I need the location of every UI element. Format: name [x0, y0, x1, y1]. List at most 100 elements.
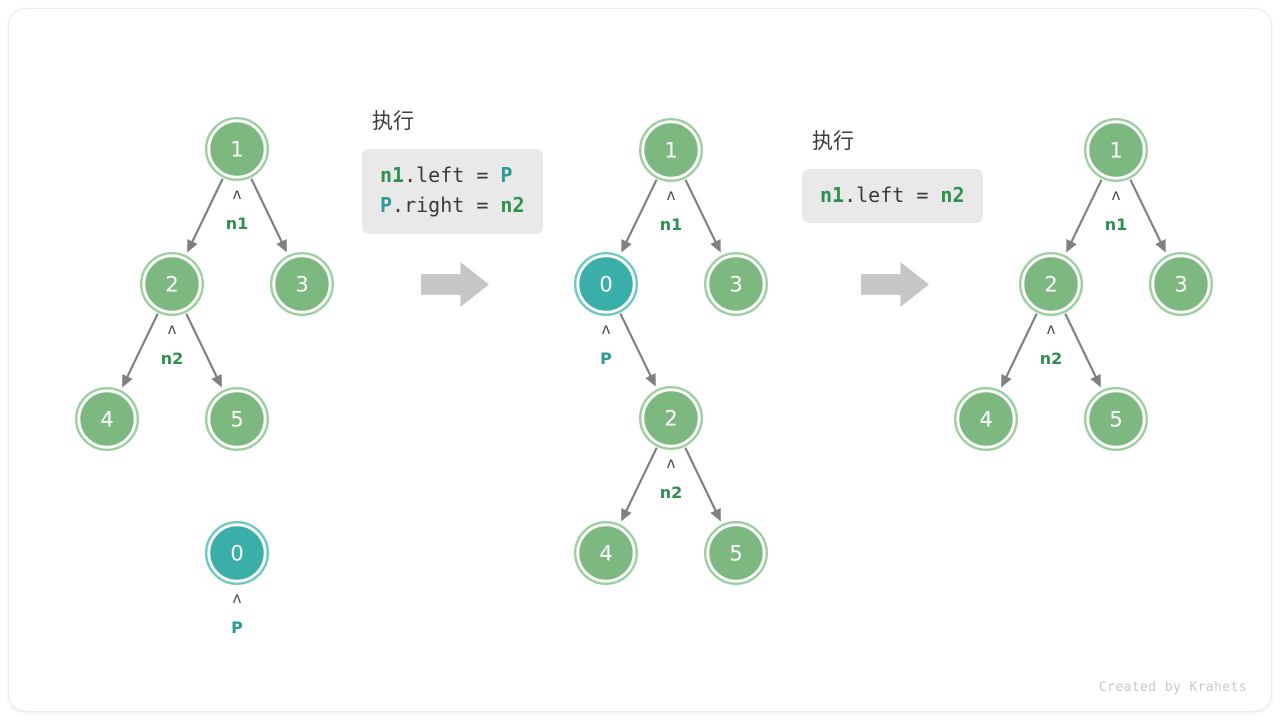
transition-arrow-icon: [861, 262, 929, 307]
node-body: [272, 254, 332, 314]
tree-edge: [1066, 179, 1103, 253]
credit-text: Created by Krahets: [1098, 680, 1247, 695]
exec-label-step2: 执行: [372, 109, 414, 133]
pointer-label-n1: ʌn1: [1105, 186, 1128, 234]
node-ring: [704, 521, 769, 586]
tree-node-0[interactable]: 0: [574, 251, 639, 316]
tree-node-3[interactable]: 3: [704, 251, 769, 316]
pointer-label-P: ʌP: [600, 320, 612, 368]
code-token: n1: [820, 183, 845, 207]
pointer-name: P: [231, 618, 243, 637]
tree-node-5[interactable]: 5: [704, 521, 769, 586]
node-value: 4: [599, 542, 612, 566]
code-line: n1.left = n2: [820, 180, 965, 210]
exec-label-step3: 执行: [812, 129, 854, 153]
code-token: n2: [500, 193, 525, 218]
caret-icon: ʌ: [232, 185, 241, 203]
code-token: n2: [940, 183, 965, 207]
caret-icon: ʌ: [601, 320, 610, 338]
node-value: 4: [979, 408, 992, 432]
node-value: 1: [1109, 139, 1122, 163]
pointer-label-P: ʌP: [231, 589, 243, 637]
node-ring: [204, 387, 269, 452]
node-ring: [639, 386, 704, 451]
node-value: 2: [165, 273, 178, 297]
node-body: [207, 389, 267, 449]
pointer-name: n1: [1105, 215, 1128, 234]
node-body: [207, 523, 267, 583]
node-body: [641, 388, 701, 448]
pointer-name: n1: [660, 215, 683, 234]
node-value: 0: [230, 542, 243, 566]
tree-node-0[interactable]: 0: [204, 521, 269, 586]
tree-node-2[interactable]: 2: [1019, 251, 1084, 316]
caret-icon: ʌ: [167, 320, 176, 338]
tree-edge: [122, 313, 159, 388]
node-value: 2: [664, 407, 677, 431]
tree-node-1[interactable]: 1: [204, 116, 269, 181]
caret-icon: ʌ: [1046, 320, 1055, 338]
tree-edge: [1129, 179, 1166, 253]
pointer-name: P: [600, 349, 612, 368]
tree-edge: [1001, 313, 1038, 388]
tree-node-1[interactable]: 1: [639, 117, 704, 182]
tree-edge: [619, 313, 656, 387]
node-ring: [704, 251, 769, 316]
node-value: 1: [230, 138, 243, 162]
tree-node-4[interactable]: 4: [74, 387, 139, 452]
node-body: [77, 389, 137, 449]
tree-node-5[interactable]: 5: [1083, 387, 1148, 452]
tree-edges-layer: [122, 178, 1166, 522]
node-body: [576, 254, 636, 314]
pointer-label-n1: ʌn1: [660, 186, 683, 234]
node-ring: [204, 116, 269, 181]
transition-arrows-layer: [421, 262, 929, 307]
node-body: [1086, 120, 1146, 180]
code-token: P: [500, 163, 513, 187]
tree-node-1[interactable]: 1: [1083, 117, 1148, 182]
tree-edge: [621, 447, 658, 522]
node-ring: [639, 117, 704, 182]
caret-icon: ʌ: [232, 589, 241, 607]
tree-edge: [621, 179, 658, 253]
node-body: [142, 254, 202, 314]
node-body: [641, 120, 701, 180]
tree-node-4[interactable]: 4: [574, 521, 639, 586]
code-token: .left =: [404, 163, 501, 187]
node-ring: [74, 387, 139, 452]
node-value: 3: [295, 273, 308, 297]
node-body: [956, 389, 1016, 449]
code-token: n1: [380, 163, 405, 187]
node-body: [1086, 389, 1146, 449]
node-value: 2: [1044, 273, 1057, 297]
node-body: [706, 523, 766, 583]
node-ring: [204, 521, 269, 586]
caret-icon: ʌ: [666, 454, 675, 472]
pointer-label-n2: ʌn2: [660, 454, 683, 502]
pointer-name: n2: [1040, 349, 1063, 368]
tree-edge: [250, 178, 287, 253]
node-ring: [574, 521, 639, 586]
code-box-step3: n1.left = n2: [802, 169, 983, 224]
node-ring: [270, 251, 335, 316]
node-value: 5: [1109, 408, 1122, 432]
node-value: 3: [1174, 273, 1187, 297]
tree-node-3[interactable]: 3: [1148, 251, 1213, 316]
tree-node-5[interactable]: 5: [204, 387, 269, 452]
node-body: [1021, 254, 1081, 314]
tree-node-2[interactable]: 2: [139, 251, 204, 316]
pointer-label-n2: ʌ n2: [1040, 320, 1063, 368]
tree-node-4[interactable]: 4: [954, 387, 1019, 452]
tree-node-2[interactable]: 2: [639, 386, 704, 451]
pointer-label-n2: ʌn2: [161, 320, 184, 368]
tree-edge: [684, 179, 721, 253]
tree-node-3[interactable]: 3: [270, 251, 335, 316]
node-value: 5: [230, 408, 243, 432]
node-body: [706, 254, 766, 314]
node-body: [1151, 254, 1211, 314]
code-token: .left =: [844, 183, 941, 207]
